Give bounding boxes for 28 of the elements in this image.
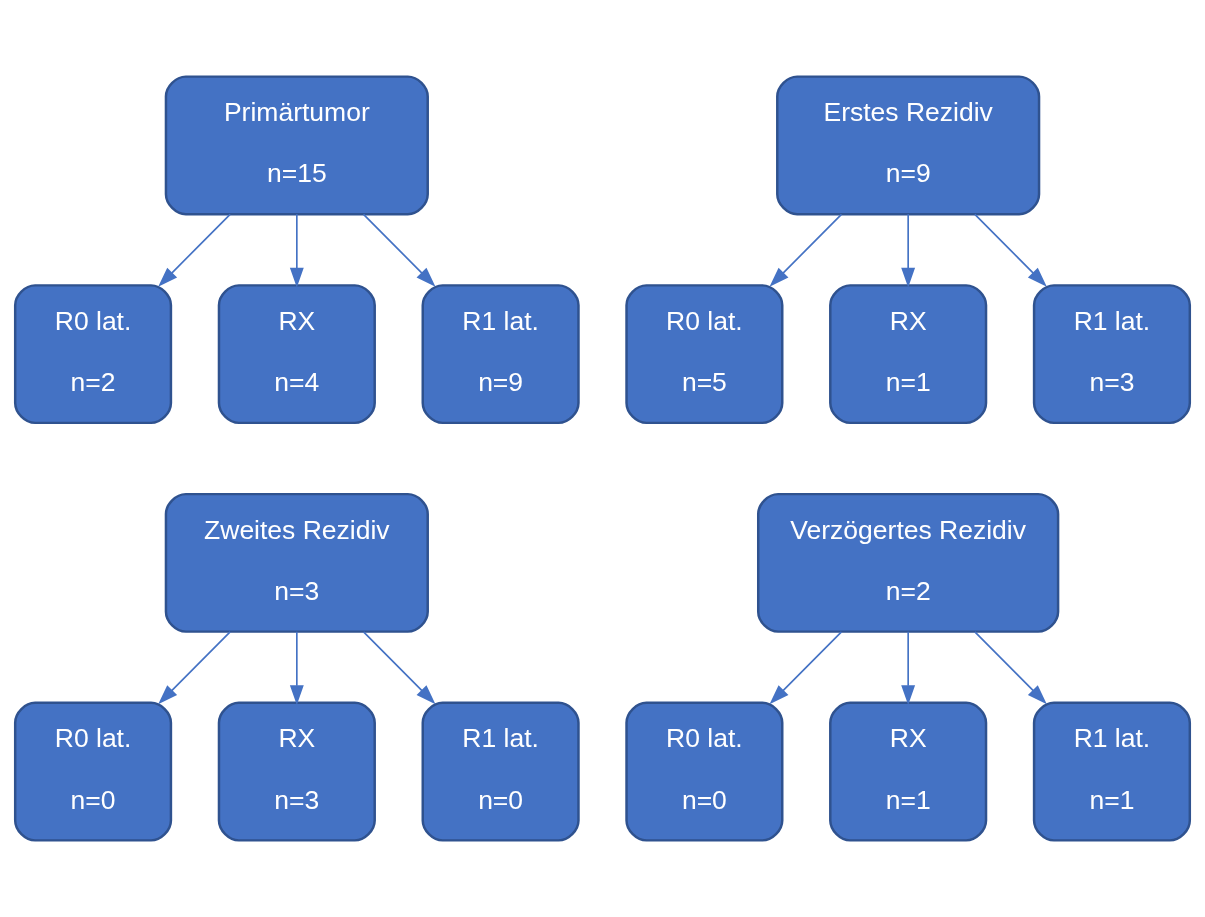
node-box: RX n=1 (829, 701, 988, 842)
arrow (901, 213, 916, 288)
arrow (158, 630, 231, 705)
node-box: RX n=1 (829, 284, 988, 425)
arrow (289, 630, 304, 706)
node-box: Verzögertes Rezidiv n=2 (757, 492, 1060, 633)
arrow (362, 630, 436, 705)
node-box: Primärtumor n=15 (164, 75, 429, 216)
node-box: Zweites Rezidiv n=3 (164, 492, 429, 633)
arrow (362, 213, 436, 287)
arrow (974, 630, 1047, 705)
node-box: Erstes Rezidiv n=9 (776, 75, 1041, 216)
node-box: R1 lat. n=1 (1032, 701, 1192, 842)
node-box: R0 lat. n=0 (13, 701, 173, 842)
arrow (289, 213, 304, 288)
node-box: RX n=3 (217, 701, 376, 842)
node-box: R0 lat. n=5 (625, 284, 784, 425)
node-box: R1 lat. n=3 (1032, 284, 1192, 425)
arrow (974, 213, 1047, 287)
node-box: R0 lat. n=0 (625, 701, 784, 842)
node-box: R0 lat. n=2 (13, 284, 173, 425)
arrow (901, 630, 916, 706)
node-box: R1 lat. n=9 (421, 284, 580, 425)
arrow (769, 213, 843, 287)
node-box: R1 lat. n=0 (421, 701, 580, 842)
arrow (158, 213, 231, 287)
arrow (769, 630, 843, 705)
node-box: RX n=4 (217, 284, 376, 425)
